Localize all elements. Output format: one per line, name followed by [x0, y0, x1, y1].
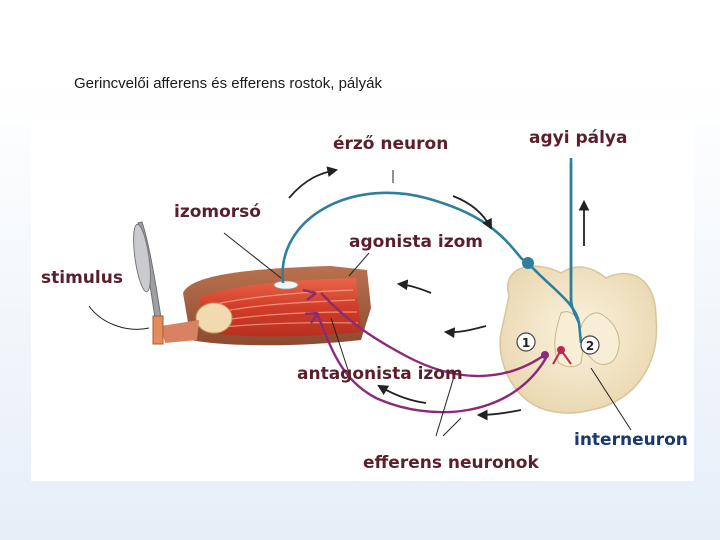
label-efferens-neuronok: efferens neuronok [363, 453, 539, 473]
label-interneuron: interneuron [574, 430, 688, 450]
marker-1-circle [516, 332, 536, 352]
arrow-icon [443, 325, 487, 339]
label-pointers [88, 170, 632, 437]
reflex-hammer-icon [133, 221, 164, 345]
motor-neuron-body-1 [541, 351, 549, 359]
leg-muscle-illustration [161, 266, 371, 346]
marker-1: 1 [522, 336, 530, 350]
label-stimulus: stimulus [41, 268, 123, 288]
arrow-icon [288, 166, 339, 199]
arrow-icon [377, 384, 427, 404]
arrow-icon [452, 195, 493, 230]
knee-bone [195, 302, 233, 334]
label-erzo-neuron: érző neuron [333, 134, 449, 154]
reflex-arc-diagram: 1 2 érző neuron agyi pálya izomorsó agon… [31, 118, 694, 481]
marker-2: 2 [586, 339, 594, 353]
label-antagonista-izom: antagonista izom [297, 364, 463, 384]
label-agonista-izom: agonista izom [349, 232, 483, 252]
direction-arrows [288, 166, 590, 421]
slide-title: Gerincvelői afferens és efferens rostok,… [74, 75, 382, 92]
lower-leg [161, 320, 199, 343]
diagram-canvas: 1 2 [88, 158, 658, 437]
efferent-neuron-paths [302, 288, 548, 414]
muscle-spindle [273, 280, 299, 290]
arrow-icon [476, 409, 522, 421]
arrow-icon [396, 279, 432, 294]
sensory-ganglion [522, 257, 534, 269]
label-izomorso: izomorsó [174, 202, 261, 222]
label-agyi-palya: agyi pálya [529, 128, 628, 148]
marker-2-circle [580, 335, 600, 355]
